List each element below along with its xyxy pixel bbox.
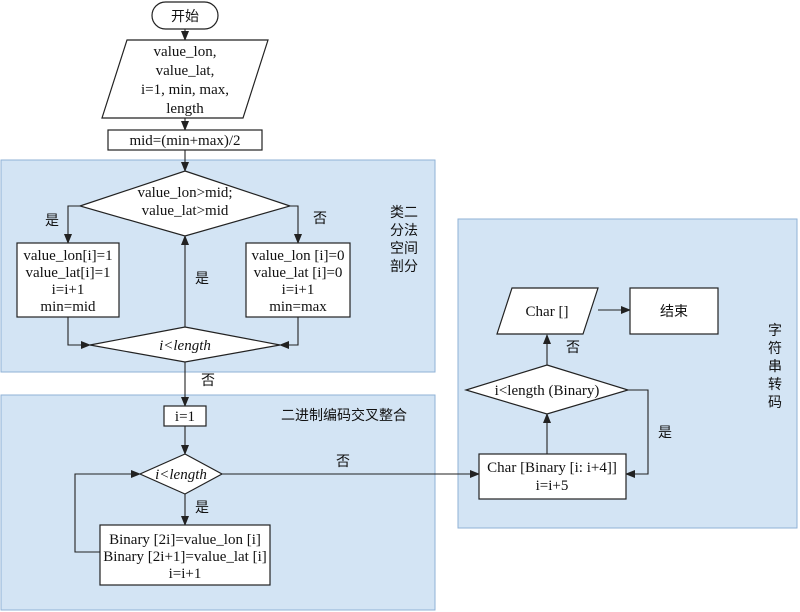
svg-text:mid=(min+max)/2: mid=(min+max)/2 — [129, 133, 240, 149]
connectors — [64, 29, 649, 553]
char-convert-node: Char [Binary [i: i+4]] i=i+5 — [478, 453, 627, 500]
svg-text:value_lon [i]=0: value_lon [i]=0 — [251, 248, 344, 264]
region-label-spatial-line-2: 分法 — [390, 223, 418, 239]
svg-text:value_lat,: value_lat, — [156, 63, 215, 79]
edge-label-yes-left: 是 — [45, 213, 59, 229]
svg-text:结束: 结束 — [660, 304, 688, 320]
edge-label-no-loop1: 否 — [201, 373, 215, 389]
region-label-spatial-line-3: 空间 — [390, 241, 418, 257]
loop-condition-2: i<length — [138, 453, 224, 495]
assign-one-node: value_lon[i]=1 value_lat[i]=1 i=i+1 min=… — [16, 242, 120, 318]
edge-label-no-right: 否 — [313, 211, 327, 227]
svg-text:i=i+1: i=i+1 — [169, 566, 202, 582]
region-label-spatial-line-1: 类二 — [390, 205, 418, 221]
region-label-transcode-line-3: 串 — [768, 359, 782, 375]
edge-label-yes-loop1: 是 — [195, 271, 209, 287]
start-node: 开始 — [151, 1, 219, 30]
svg-text:i<length: i<length — [155, 467, 207, 483]
region-label-spatial-line-4: 剖分 — [390, 259, 418, 275]
svg-text:min=max: min=max — [269, 299, 327, 315]
svg-text:value_lon>mid;: value_lon>mid; — [137, 185, 232, 201]
svg-text:i=1, min, max,: i=1, min, max, — [141, 82, 229, 98]
region-label-transcode-line-5: 码 — [768, 395, 782, 411]
svg-text:value_lat[i]=1: value_lat[i]=1 — [25, 265, 110, 281]
svg-text:value_lon,: value_lon, — [154, 44, 217, 60]
region-label-transcode-line-2: 符 — [768, 341, 782, 357]
svg-text:i=1: i=1 — [175, 409, 195, 425]
region-label-transcode-line-1: 字 — [768, 323, 782, 339]
loop-condition-1: i<length — [89, 326, 281, 363]
end-node: 结束 — [629, 287, 719, 335]
assign-zero-node: value_lon [i]=0 value_lat [i]=0 i=i+1 mi… — [245, 242, 351, 318]
svg-text:i=i+1: i=i+1 — [282, 282, 315, 298]
edge-label-yes-loop2: 是 — [195, 500, 209, 516]
svg-text:value_lon[i]=1: value_lon[i]=1 — [23, 248, 112, 264]
binary-interleave-node: Binary [2i]=value_lon [i] Binary [2i+1]=… — [99, 524, 271, 586]
output-node: Char [] — [496, 287, 599, 335]
loop-condition-3: i<length (Binary) — [463, 364, 631, 415]
edge-label-yes-loop3: 是 — [658, 425, 672, 441]
edge-label-no-loop2: 否 — [336, 454, 350, 470]
svg-text:Char [Binary [i: i+4]]: Char [Binary [i: i+4]] — [487, 460, 617, 476]
svg-text:min=mid: min=mid — [40, 299, 96, 315]
svg-text:i<length (Binary): i<length (Binary) — [495, 383, 600, 399]
svg-text:length: length — [166, 101, 204, 117]
svg-text:i<length: i<length — [159, 338, 211, 354]
svg-text:Binary [2i+1]=value_lat [i]: Binary [2i+1]=value_lat [i] — [103, 549, 267, 565]
mid-node: mid=(min+max)/2 — [107, 129, 263, 151]
input-node: value_lon, value_lat, i=1, min, max, len… — [101, 39, 269, 119]
svg-text:i=i+1: i=i+1 — [52, 282, 85, 298]
region-label-binary: 二进制编码交叉整合 — [281, 407, 407, 424]
svg-text:Char []: Char [] — [526, 304, 569, 320]
svg-text:开始: 开始 — [171, 9, 199, 25]
svg-text:Binary [2i]=value_lon [i]: Binary [2i]=value_lon [i] — [109, 532, 261, 548]
decision-compare-node: value_lon>mid; value_lat>mid — [77, 170, 293, 237]
region-label-transcode-line-4: 转 — [768, 377, 782, 393]
svg-text:i=i+5: i=i+5 — [536, 478, 569, 494]
svg-text:value_lat [i]=0: value_lat [i]=0 — [254, 265, 343, 281]
init-index-node: i=1 — [163, 405, 207, 427]
edge-label-no-loop3: 否 — [566, 340, 580, 356]
svg-text:value_lat>mid: value_lat>mid — [142, 203, 229, 219]
